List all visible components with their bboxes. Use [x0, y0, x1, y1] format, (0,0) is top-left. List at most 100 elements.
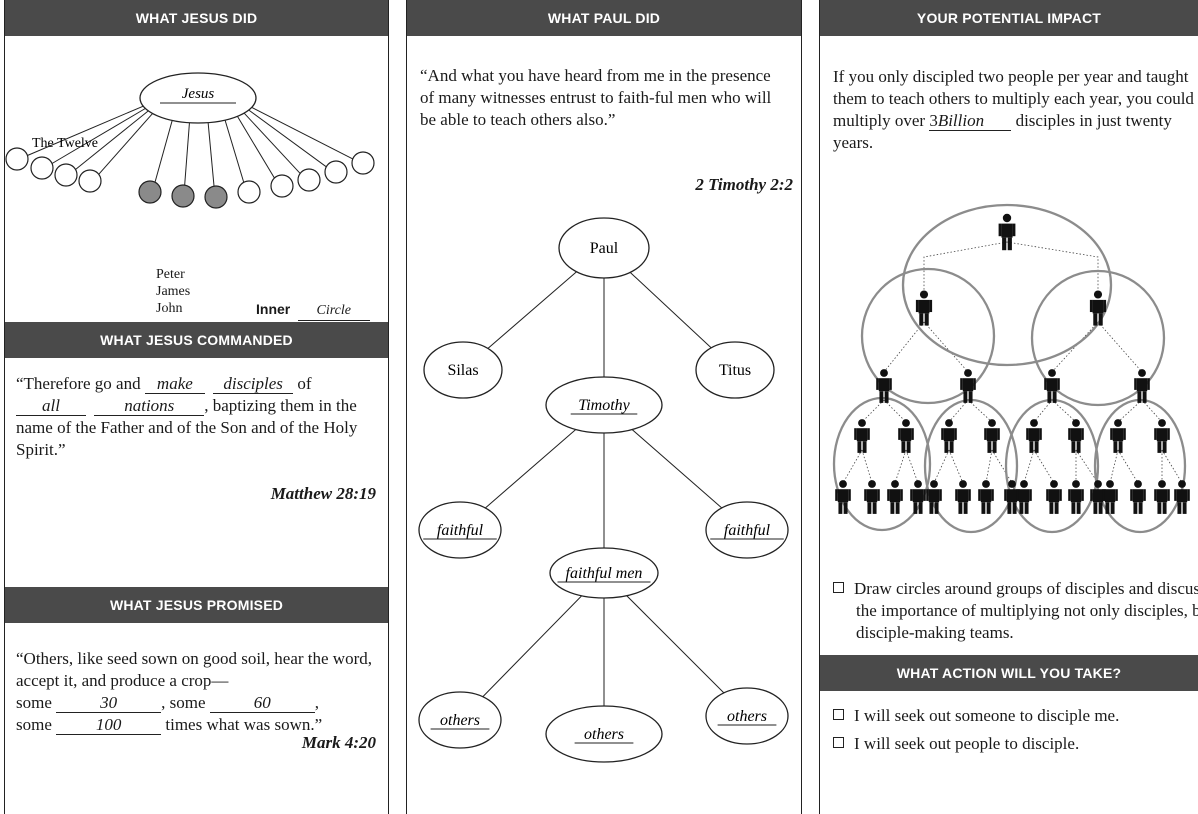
person-body — [962, 378, 974, 392]
dotted-connector — [861, 399, 885, 423]
person-body — [1092, 489, 1104, 503]
label-silas: Silas — [447, 362, 478, 379]
person-head — [1030, 419, 1038, 427]
person-arm — [929, 299, 933, 313]
person-arm — [1123, 428, 1126, 440]
dotted-connector — [1051, 321, 1099, 373]
label-others-right: others — [727, 708, 767, 725]
label-others-left: others — [440, 712, 480, 729]
paul-column: WHAT PAUL DID “And what you have heard f… — [406, 0, 802, 814]
person-arm — [1016, 489, 1019, 501]
person-leg — [1047, 391, 1052, 403]
inner-circle-names: Peter James John — [156, 266, 190, 317]
blank-all: all — [16, 397, 86, 416]
person-body — [1104, 489, 1116, 503]
person-arm — [1187, 489, 1190, 501]
person-body — [1156, 428, 1168, 442]
person-arm — [877, 489, 880, 501]
person-arm — [973, 378, 976, 390]
person-icon — [926, 480, 942, 514]
person-leg — [884, 391, 889, 403]
person-arm — [1089, 299, 1093, 313]
label-timothy: Timothy — [578, 397, 630, 414]
multiplication-tree-diagram — [832, 203, 1190, 534]
person-icon — [915, 290, 933, 326]
checkbox-icon[interactable] — [833, 737, 844, 748]
promise-some-2: , some — [161, 693, 206, 712]
person-arm — [1154, 428, 1157, 440]
section-header-action: WHAT ACTION WILL YOU TAKE? — [820, 655, 1198, 691]
person-head — [959, 480, 967, 488]
person-head — [988, 419, 996, 427]
person-arm — [887, 489, 890, 501]
person-leg — [929, 502, 934, 514]
person-icon — [978, 480, 994, 514]
checkbox-icon[interactable] — [833, 582, 844, 593]
person-body — [1006, 489, 1018, 503]
person-head — [1158, 419, 1166, 427]
person-arm — [867, 428, 870, 440]
team-circle-bottom — [923, 398, 1019, 534]
connector-line — [51, 106, 149, 164]
person-leg — [1002, 237, 1007, 251]
person-arm — [923, 489, 926, 501]
checkbox-icon[interactable] — [833, 709, 844, 720]
jesus-label: Jesus — [182, 86, 215, 102]
person-head — [919, 290, 929, 299]
person-leg — [1093, 313, 1098, 326]
person-icon — [1134, 369, 1150, 403]
person-body — [1070, 428, 1082, 442]
section-header-potential-impact: YOUR POTENTIAL IMPACT — [820, 0, 1198, 36]
person-icon — [1174, 480, 1190, 514]
person-leg — [1142, 391, 1147, 403]
dotted-connector — [905, 449, 919, 484]
person-leg — [1137, 391, 1142, 403]
person-arm — [1029, 489, 1032, 501]
dotted-connector — [1006, 241, 1099, 294]
person-leg — [919, 313, 924, 326]
person-body — [1001, 223, 1013, 238]
person-head — [839, 480, 847, 488]
person-arm — [1081, 489, 1084, 501]
promise-some-1: some — [16, 693, 52, 712]
blank-nations: nations — [94, 397, 205, 416]
dotted-connector — [933, 449, 950, 484]
person-icon — [835, 480, 851, 514]
dotted-connector — [1117, 449, 1139, 484]
inner-circle-blank: Circle — [297, 302, 370, 321]
disciple-circle — [351, 151, 375, 175]
person-head — [945, 419, 953, 427]
person-body — [889, 489, 901, 503]
person-arm — [954, 428, 957, 440]
reference-matthew: Matthew 28:19 — [270, 484, 376, 503]
person-arm — [1090, 489, 1093, 501]
person-leg — [1029, 441, 1034, 453]
person-leg — [986, 502, 991, 514]
person-leg — [1076, 441, 1081, 453]
person-head — [868, 480, 876, 488]
person-body — [1046, 378, 1058, 392]
person-leg — [1098, 313, 1103, 326]
dotted-connector — [1033, 399, 1053, 423]
promise-line-1: “Others, like seed sown on good soil, he… — [16, 649, 372, 690]
blank-number: 3 — [929, 111, 938, 130]
person-leg — [958, 502, 963, 514]
person-arm — [1102, 489, 1105, 501]
connector-line — [246, 107, 327, 168]
dotted-connector — [1109, 449, 1119, 484]
connector-line — [207, 119, 215, 187]
person-leg — [1071, 441, 1076, 453]
commission-of: of — [297, 374, 312, 393]
dotted-connector — [1161, 449, 1183, 484]
label-paul: Paul — [590, 240, 619, 257]
person-head — [1138, 369, 1146, 377]
person-icon — [876, 369, 892, 403]
person-leg — [1076, 502, 1081, 514]
person-body — [1176, 489, 1188, 503]
person-icon — [1154, 480, 1170, 514]
label-faithful-left: faithful — [437, 522, 484, 539]
person-leg — [1177, 502, 1182, 514]
person-icon — [984, 419, 1000, 453]
dotted-connector — [842, 449, 863, 484]
